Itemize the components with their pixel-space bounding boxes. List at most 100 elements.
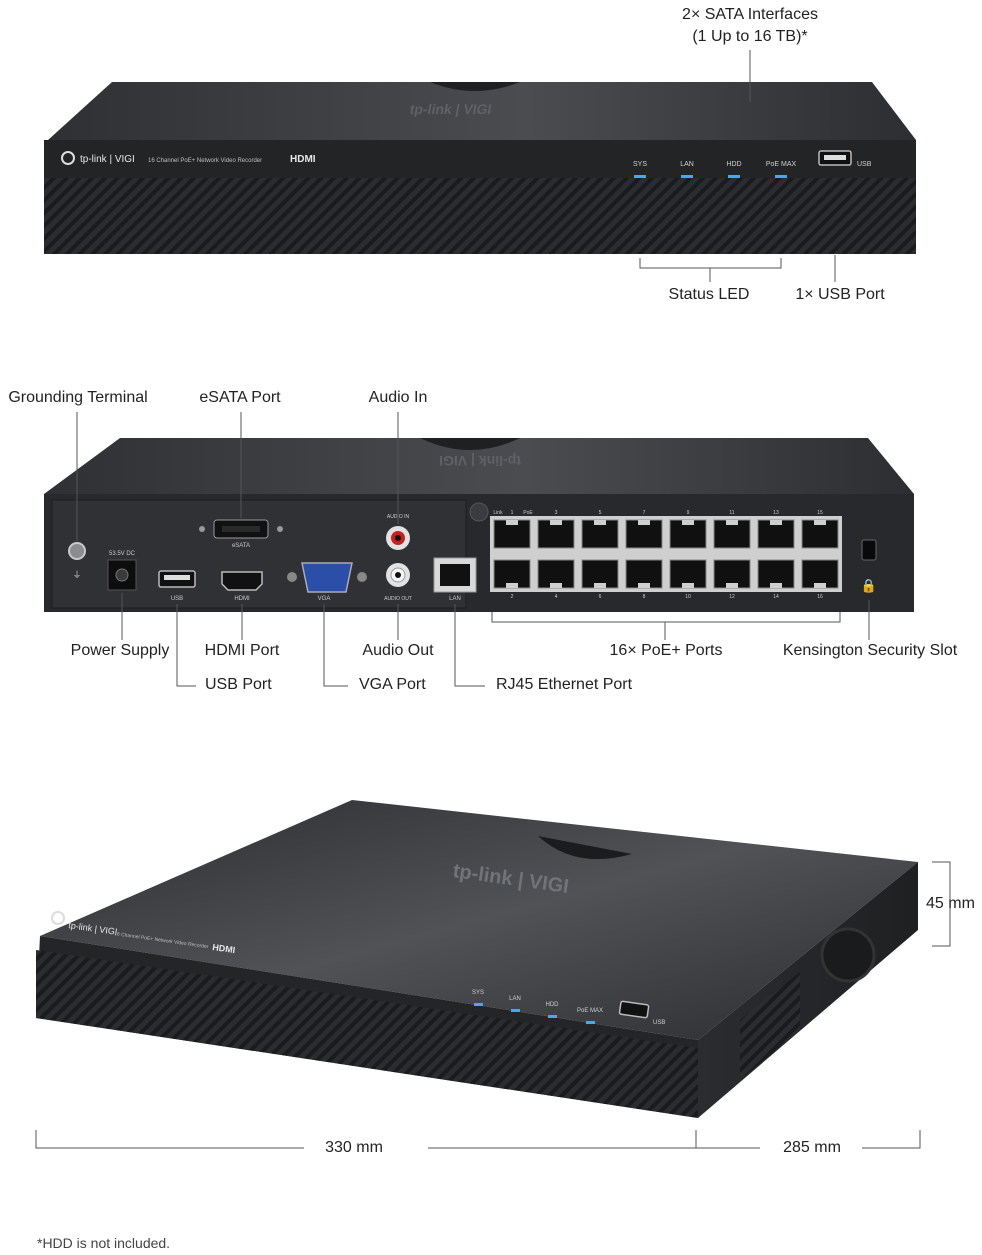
- led-indicator: [548, 1015, 557, 1018]
- front-usb-label: USB: [857, 161, 872, 168]
- poe-port-number: 1: [511, 510, 514, 516]
- poe-port: [581, 519, 619, 549]
- lan-port-socket: [440, 564, 470, 586]
- poe-port-number: 14: [773, 594, 779, 600]
- callout-hdmi-port: HDMI Port: [204, 642, 280, 659]
- poe-port-latch: [550, 520, 562, 525]
- front-faceplate: [44, 140, 916, 178]
- poe-port-latch: [814, 520, 826, 525]
- poe-port-number: 3: [555, 510, 558, 516]
- callout-sata-line1: 2× SATA Interfaces: [682, 6, 818, 23]
- rear-leader-lines: [76, 412, 870, 687]
- poe-port-number: 7: [643, 510, 646, 516]
- poe-port-latch: [594, 583, 606, 588]
- persp-usb-label: USB: [653, 1020, 665, 1026]
- esata-screw-icon: [199, 526, 205, 532]
- callout-grounding-terminal: Grounding Terminal: [8, 389, 148, 406]
- poe-port-latch: [506, 520, 518, 525]
- led-indicator: [474, 1003, 483, 1006]
- led-label: LAN: [680, 161, 694, 168]
- callout-kensington: Kensington Security Slot: [782, 642, 958, 659]
- kensington-lock-icon: 🔒: [861, 579, 877, 594]
- led-indicator: [634, 175, 646, 178]
- poe-port-number: 2: [511, 594, 514, 600]
- esata-port-slot: [222, 526, 260, 532]
- esata-screw-icon: [277, 526, 283, 532]
- hdmi-port: [221, 571, 263, 591]
- poe-port-number: 4: [555, 594, 558, 600]
- poe-port-latch: [638, 583, 650, 588]
- power-rating-text: 53.5V DC: [109, 551, 136, 557]
- poe-port-number: 12: [729, 594, 735, 600]
- persp-fan-icon: [820, 927, 876, 983]
- poe-port: [757, 559, 795, 589]
- led-label: SYS: [472, 990, 484, 996]
- callout-power-supply: Power Supply: [70, 642, 170, 659]
- dimension-height: 45 mm: [926, 895, 975, 912]
- poe-port: [537, 519, 575, 549]
- led-label: SYS: [633, 161, 647, 168]
- vga-screw-icon: [287, 572, 297, 582]
- poe-port-number: 11: [729, 510, 734, 516]
- front-top-panel: [48, 82, 916, 140]
- led-label: PoE MAX: [766, 161, 797, 168]
- fan-screw-icon: [469, 502, 489, 522]
- led-label: LAN: [509, 996, 521, 1002]
- poe-port-latch: [550, 583, 562, 588]
- rear-top-panel: [44, 438, 914, 494]
- led-indicator: [511, 1009, 520, 1012]
- poe-port-latch: [726, 520, 738, 525]
- poe-port-number: 6: [599, 594, 602, 600]
- rear-usb-text: USB: [171, 596, 183, 602]
- led-label: HDD: [726, 161, 741, 168]
- audio-out-jack-hole: [395, 572, 401, 578]
- vga-text: VGA: [318, 596, 331, 602]
- poe-port-number: 5: [599, 510, 602, 516]
- poe-port-latch: [682, 520, 694, 525]
- esata-text: eSATA: [232, 543, 250, 549]
- callout-vga-port: VGA Port: [359, 676, 426, 693]
- poe-port-number: 9: [687, 510, 690, 516]
- vga-port: [301, 562, 353, 593]
- callout-rj45: RJ45 Ethernet Port: [496, 676, 633, 693]
- poe-port-latch: [682, 583, 694, 588]
- front-leader-lines: [639, 50, 836, 282]
- callout-poe-ports: 16× PoE+ Ports: [609, 642, 723, 659]
- perspective-view: tp-link | VIGI tp-link | VIGI 16 Channel…: [35, 800, 951, 1149]
- poe-port-number: 16: [817, 594, 823, 600]
- lan-text: LAN: [449, 596, 461, 602]
- persp-top-panel: [40, 800, 918, 1040]
- audio-in-jack-hole: [395, 535, 401, 541]
- rear-top-logo: tp-link | VIGI: [439, 453, 521, 469]
- persp-ridged-panel: [36, 950, 698, 1118]
- poe-port-number: 10: [685, 594, 691, 600]
- dimension-lines: [35, 861, 951, 1149]
- poe-port-number: 15: [817, 510, 823, 516]
- front-view: tp-link | VIGI tp-link | VIGI 16 Channel…: [44, 50, 916, 282]
- callout-esata-port: eSATA Port: [199, 389, 281, 406]
- persp-top-notch: [538, 836, 632, 860]
- vga-screw-icon: [357, 572, 367, 582]
- led-label: PoE MAX: [577, 1008, 603, 1014]
- callout-audio-out: Audio Out: [362, 642, 434, 659]
- callout-rear-usb-port: USB Port: [205, 676, 272, 693]
- front-hdmi-logo: HDMI: [290, 154, 316, 165]
- led-indicator: [728, 175, 740, 178]
- rear-top-notch: [420, 438, 520, 450]
- persp-side-vent: [740, 972, 800, 1080]
- poe-port-latch: [726, 583, 738, 588]
- callout-audio-in: Audio In: [368, 389, 428, 406]
- poe-port-latch: [770, 520, 782, 525]
- tp-link-logo-icon: [61, 151, 75, 165]
- callout-status-led: Status LED: [668, 286, 750, 303]
- rear-view: tp-link | VIGI ⏚ 53.5V DC USB eSATA HDMI…: [44, 412, 914, 687]
- poe-port-latch: [506, 583, 518, 588]
- front-top-notch: [430, 82, 520, 91]
- grounding-terminal-icon: [68, 542, 86, 560]
- led-indicator: [586, 1021, 595, 1024]
- kensington-slot: [861, 539, 877, 561]
- poe-port-number: 13: [773, 510, 779, 516]
- ground-symbol: ⏚: [72, 570, 81, 581]
